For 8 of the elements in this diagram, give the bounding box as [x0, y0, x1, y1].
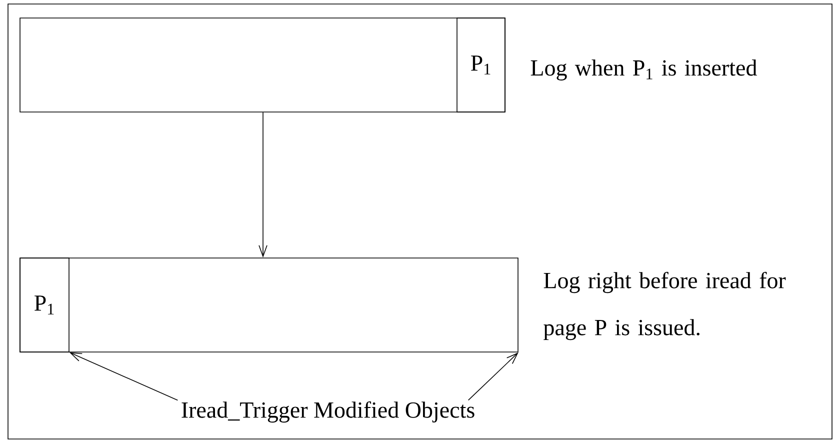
- leader-line: [69, 352, 178, 401]
- note-text: Log when P$_{1}$ is inserted: [530, 60, 757, 80]
- arrow: [258, 112, 268, 258]
- caption-text: Iread_Trigger Modified Objects: [182, 401, 474, 423]
- page-cell: P$_{1}$: [20, 258, 70, 352]
- note-text: Log right before iread for page P is issued.: [544, 272, 786, 340]
- page-cell: P$_{1}$: [456, 18, 506, 112]
- leader-line: [468, 352, 518, 401]
